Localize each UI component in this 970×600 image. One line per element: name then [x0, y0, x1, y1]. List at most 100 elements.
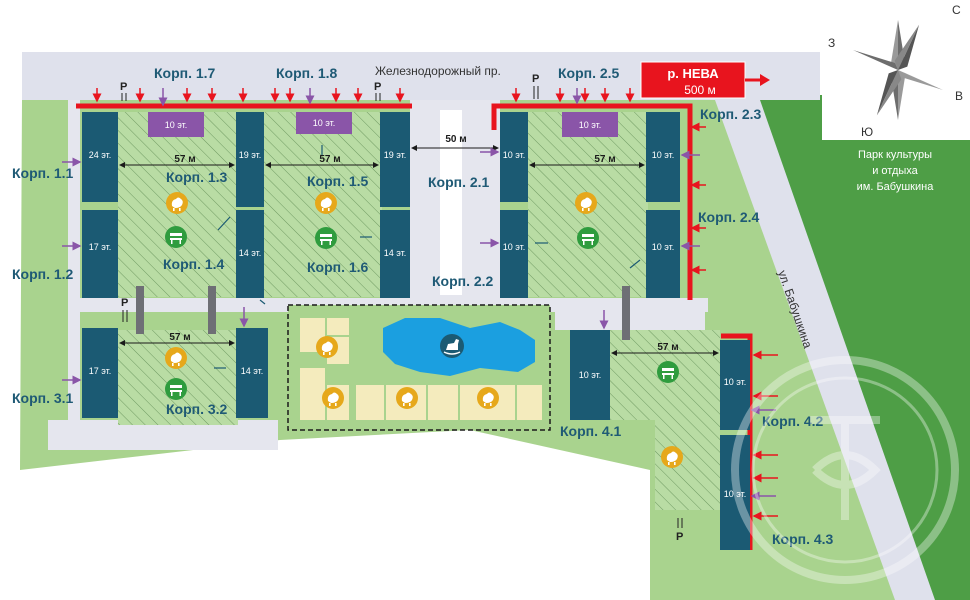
floors-2-2: 10 эт.	[503, 242, 526, 252]
dim-1-5: 57 м	[319, 154, 340, 165]
label-2-3: Корп. 2.3	[700, 106, 762, 122]
label-1-3: Корп. 1.3	[166, 169, 228, 185]
label-1-7: Корп. 1.7	[154, 65, 216, 81]
parking-sign-5: P	[676, 531, 683, 543]
building-2-2[interactable]	[500, 210, 528, 298]
label-3-2: Корп. 3.2	[166, 401, 228, 417]
building-4-1[interactable]	[570, 330, 610, 420]
building-1-3[interactable]	[236, 112, 264, 207]
floors-2-3: 10 эт.	[652, 150, 675, 160]
watermark-logo	[731, 356, 959, 584]
lowrise-1-7[interactable]	[148, 112, 204, 137]
playground-icon	[322, 387, 344, 409]
compass-north: С	[952, 3, 961, 17]
floors-4-3: 10 эт.	[724, 489, 747, 499]
compass-east: В	[955, 89, 963, 103]
building-1-5[interactable]	[380, 112, 410, 207]
floors-1-7: 10 эт.	[165, 120, 188, 130]
pedestrian-entry-arrows	[62, 88, 776, 501]
floors-4-1: 10 эт.	[579, 370, 602, 380]
dim-4: 57 м	[657, 342, 678, 353]
building-3-2[interactable]	[236, 328, 268, 418]
floors-3-1: 17 эт.	[89, 366, 112, 376]
playground-icon	[661, 446, 683, 468]
label-1-4: Корп. 1.4	[163, 256, 225, 272]
building-4-3[interactable]	[720, 435, 750, 550]
playground-area	[287, 304, 551, 431]
label-1-5: Корп. 1.5	[307, 173, 369, 189]
floors-1-4: 14 эт.	[239, 248, 262, 258]
floors-2-1: 10 эт.	[503, 150, 526, 160]
park-name-line2: и отдыха	[872, 165, 918, 177]
parking-signs: P P P P P	[120, 73, 683, 543]
building-4-2[interactable]	[720, 340, 750, 430]
vehicle-entry-arrows	[92, 88, 778, 521]
river-name: р. НЕВА	[667, 66, 719, 81]
building-2-3[interactable]	[646, 112, 680, 202]
river-neva-label: р. НЕВА 500 м	[640, 61, 770, 99]
floors-4-2: 10 эт.	[724, 377, 747, 387]
bench-icon	[315, 227, 337, 249]
compass-panel	[822, 0, 970, 140]
lowrise-2-5[interactable]	[562, 112, 618, 137]
babushkina-street[interactable]	[715, 100, 935, 600]
river-distance: 500 м	[684, 83, 716, 97]
label-2-4: Корп. 2.4	[698, 209, 760, 225]
floors-1-5: 19 эт.	[384, 150, 407, 160]
bench-icon	[577, 227, 599, 249]
rocking-horse-icon	[440, 334, 464, 358]
floors-1-8: 10 эт.	[313, 118, 336, 128]
building-3-1[interactable]	[82, 328, 118, 418]
building-2-1[interactable]	[500, 112, 528, 202]
dim-central: 50 м	[445, 134, 466, 145]
parking-sign-2: P	[374, 81, 381, 93]
compass-south: Ю	[861, 125, 873, 139]
building-1-1[interactable]	[82, 112, 118, 202]
railway-street-label: Железнодорожный пр.	[375, 64, 501, 78]
label-2-2: Корп. 2.2	[432, 273, 494, 289]
courtyard-entry-arrows	[214, 145, 641, 369]
central-alley	[440, 110, 462, 295]
playground-icon	[575, 192, 597, 214]
label-1-2: Корп. 1.2	[12, 266, 74, 282]
playground-icon	[396, 387, 418, 409]
building-1-4[interactable]	[236, 210, 264, 298]
park-name-line1: Парк культуры	[858, 149, 932, 161]
floors-1-1: 24 эт.	[89, 150, 112, 160]
park-name-line3: им. Бабушкина	[857, 181, 935, 193]
buildings	[82, 112, 750, 550]
bench-icon	[165, 226, 187, 248]
floors-3-2: 14 эт.	[241, 366, 264, 376]
building-1-6[interactable]	[380, 210, 410, 298]
label-4-3: Корп. 4.3	[772, 531, 834, 547]
playground-icon	[165, 347, 187, 369]
label-3-1: Корп. 3.1	[12, 390, 74, 406]
floors-2-5: 10 эт.	[579, 120, 602, 130]
label-4-2: Корп. 4.2	[762, 413, 824, 429]
parking-strips	[136, 286, 630, 340]
label-4-1: Корп. 4.1	[560, 423, 622, 439]
dim-3-2: 57 м	[169, 332, 190, 343]
floors-1-6: 14 эт.	[384, 248, 407, 258]
dimension-lines	[119, 145, 719, 356]
building-1-2[interactable]	[82, 210, 118, 298]
label-1-6: Корп. 1.6	[307, 259, 369, 275]
floors-2-4: 10 эт.	[652, 242, 675, 252]
label-1-1: Корп. 1.1	[12, 165, 74, 181]
lowrise-1-8[interactable]	[296, 112, 352, 134]
compass-west: З	[828, 36, 835, 50]
parking-sign-4: P	[121, 297, 128, 309]
compass-rose	[853, 20, 943, 120]
floors-1-3: 19 эт.	[239, 150, 262, 160]
dim-2: 57 м	[594, 154, 615, 165]
building-2-4[interactable]	[646, 210, 680, 298]
label-2-1: Корп. 2.1	[428, 174, 490, 190]
playground-icon	[315, 192, 337, 214]
floors-1-2: 17 эт.	[89, 242, 112, 252]
parking-sign-1: P	[120, 81, 127, 93]
playground-icon	[166, 192, 188, 214]
label-2-5: Корп. 2.5	[558, 65, 620, 81]
playground-icon	[477, 387, 499, 409]
playground-icon	[316, 336, 338, 358]
